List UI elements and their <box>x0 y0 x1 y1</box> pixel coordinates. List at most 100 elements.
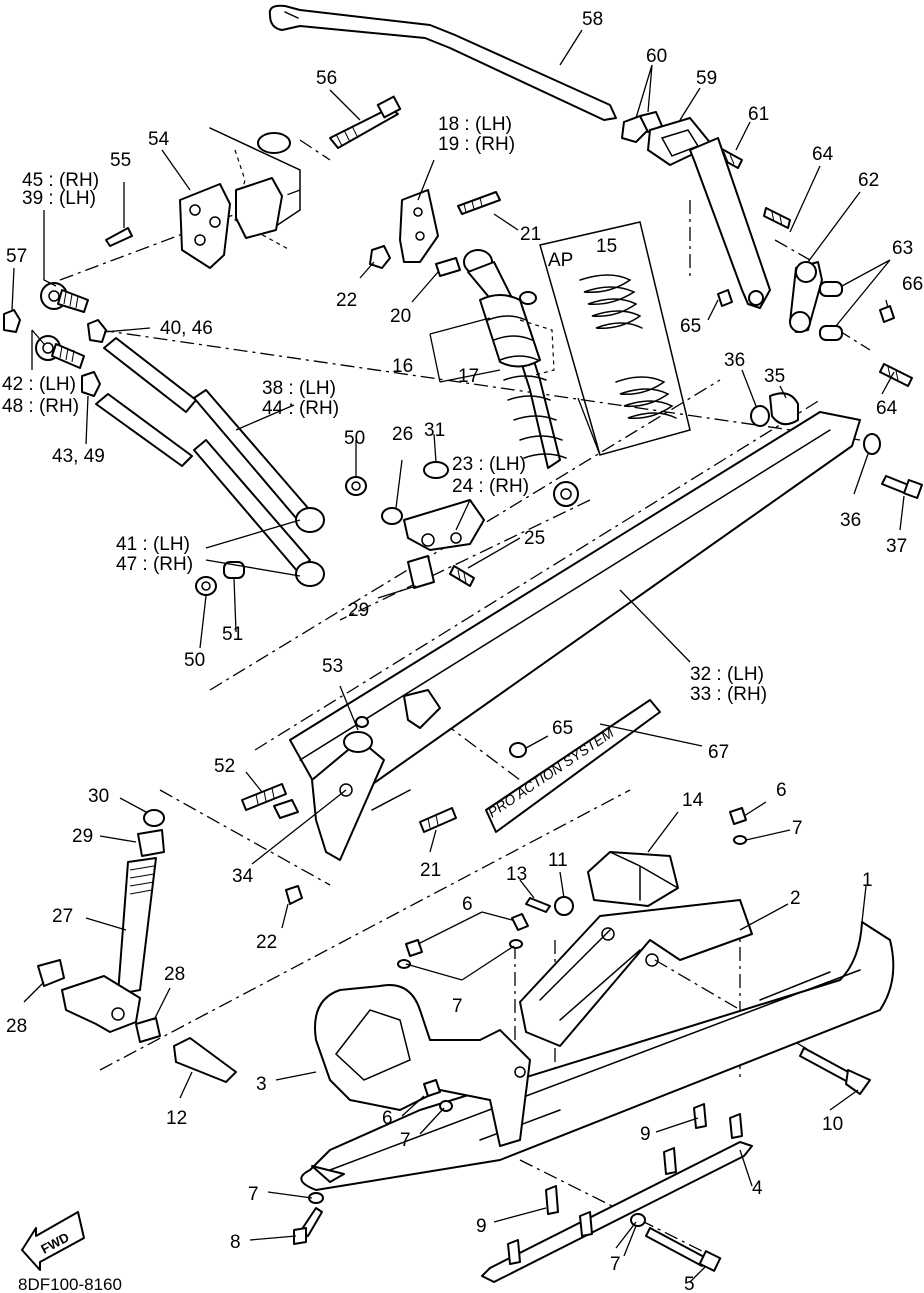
part-label: 28 <box>164 964 185 985</box>
part-label: 53 <box>322 656 343 677</box>
fwd-arrow-icon: FWD <box>21 1211 85 1271</box>
ap-spring-box <box>539 221 691 456</box>
part-label: 7 <box>400 1130 411 1151</box>
part-label: 60 <box>646 46 667 67</box>
part-label: 33 : (RH) <box>690 684 767 705</box>
part-label: 58 <box>582 9 603 30</box>
part-label: 54 <box>148 129 170 150</box>
part-label: 29 <box>348 600 369 621</box>
part-label: 18 : (LH) <box>438 114 512 135</box>
stabilizer-arm <box>689 137 771 309</box>
leader-lines <box>11 29 905 1283</box>
part-label: 12 <box>166 1108 187 1129</box>
part-label: 1 <box>862 870 873 891</box>
radius-rods <box>95 337 367 596</box>
part-label: 15 <box>596 236 617 257</box>
ski-handle <box>314 984 531 1147</box>
part-label: 6 <box>382 1108 393 1129</box>
part-label: 9 <box>640 1124 651 1145</box>
part-label: 52 <box>214 756 235 777</box>
part-label: 5 <box>684 1274 695 1293</box>
part-label: 6 <box>462 894 473 915</box>
part-label: 25 <box>524 528 545 549</box>
part-label: 48 : (RH) <box>2 396 79 417</box>
part-label: 43, 49 <box>52 446 105 467</box>
main-arm <box>241 411 861 905</box>
part-label: 31 <box>424 420 445 441</box>
figure-code: 8DF100-8160 <box>18 1275 122 1293</box>
ski-mount <box>397 807 871 1095</box>
part-label: 14 <box>682 790 704 811</box>
part-label: 50 <box>344 428 365 449</box>
part-label: 6 <box>776 780 787 801</box>
part-label: 23 : (LH) <box>452 454 526 475</box>
part-label: 40, 46 <box>160 318 213 339</box>
stabilizer-bar <box>268 4 617 121</box>
part-label: 61 <box>748 104 769 125</box>
part-label: 9 <box>476 1216 487 1237</box>
part-label: 11 <box>548 850 568 871</box>
part-label: 3 <box>256 1074 267 1095</box>
part-labels: 58 60 59 61 56 54 55 45 : (RH) 39 : (LH)… <box>2 9 923 1293</box>
part-label: 29 <box>72 826 93 847</box>
bushings <box>407 392 923 589</box>
part-label: 22 <box>256 932 277 953</box>
part-label: 51 <box>222 624 243 645</box>
part-label: 7 <box>610 1254 621 1275</box>
part-label: 37 <box>886 536 907 557</box>
mounting-bolt <box>329 95 402 149</box>
part-label: 21 <box>420 860 441 881</box>
part-label: 16 <box>392 356 413 377</box>
shock-absorber <box>463 249 579 507</box>
decal-text: PRO ACTION SYSTEM <box>485 724 617 820</box>
part-label: 36 <box>840 510 861 531</box>
part-label: 13 <box>506 864 527 885</box>
part-label: 28 <box>6 1016 27 1037</box>
part-label: 55 <box>110 150 131 171</box>
part-label: 57 <box>6 246 27 267</box>
part-label: 4 <box>752 1178 763 1199</box>
ap-label: AP <box>548 250 573 271</box>
part-label: 30 <box>88 786 109 807</box>
part-label: 62 <box>858 170 879 191</box>
shock-bracket <box>369 189 501 277</box>
part-label: 45 : (RH) <box>22 170 99 191</box>
part-label: 42 : (LH) <box>2 374 76 395</box>
part-label: 64 <box>876 398 898 419</box>
part-label: 19 : (RH) <box>438 134 515 155</box>
part-label: 67 <box>708 742 729 763</box>
part-label: 36 <box>724 350 745 371</box>
part-label: 56 <box>316 68 337 89</box>
part-label: 24 : (RH) <box>452 476 529 497</box>
part-label: 10 <box>822 1114 843 1135</box>
ball-joint <box>717 207 913 387</box>
part-label: 26 <box>392 424 413 445</box>
part-label: 41 : (LH) <box>116 534 190 555</box>
part-label: 64 <box>812 144 834 165</box>
part-label: 21 <box>520 224 541 245</box>
part-label: 20 <box>390 306 411 327</box>
part-label: 7 <box>248 1184 259 1205</box>
part-label: 2 <box>790 888 801 909</box>
reference-lines <box>59 139 871 1261</box>
part-label: 47 : (RH) <box>116 554 193 575</box>
part-label: 27 <box>52 906 73 927</box>
part-label: 35 <box>764 366 785 387</box>
part-label: 65 <box>552 718 573 739</box>
part-label: 63 <box>892 238 913 259</box>
part-label: 59 <box>696 68 717 89</box>
frame-mount <box>105 127 301 269</box>
part-label: 17 <box>458 366 479 387</box>
part-label: 38 : (LH) <box>262 378 336 399</box>
part-label: 65 <box>680 316 701 337</box>
part-label: 7 <box>792 818 803 839</box>
part-label: 34 <box>232 866 254 887</box>
part-label: 7 <box>452 996 463 1017</box>
part-label: 44 : (RH) <box>262 398 339 419</box>
spindle-assembly <box>37 809 237 1083</box>
rod-ends <box>3 282 107 397</box>
part-label: 8 <box>230 1232 241 1253</box>
part-label: 32 : (LH) <box>690 664 764 685</box>
part-label: 50 <box>184 650 205 671</box>
